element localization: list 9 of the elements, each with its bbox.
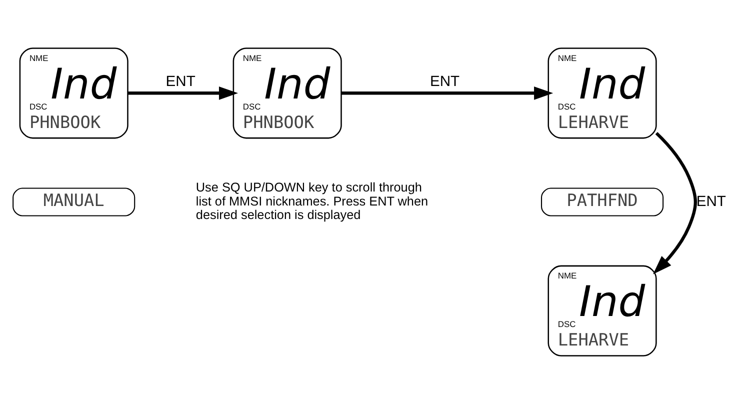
arrow — [128, 86, 238, 100]
node-box: MANUAL — [12, 187, 136, 216]
label: Use SQ UP/DOWN key to scroll through list of MMSI nicknames. Press ENT when desired selection is displayed — [196, 180, 428, 222]
edge-label: ENT — [166, 73, 196, 90]
arrow — [653, 132, 697, 274]
arrow — [341, 86, 554, 100]
edge-label: ENT — [696, 193, 726, 210]
edge-label: ENT — [430, 73, 460, 90]
node-box: PATHFND — [540, 187, 664, 216]
